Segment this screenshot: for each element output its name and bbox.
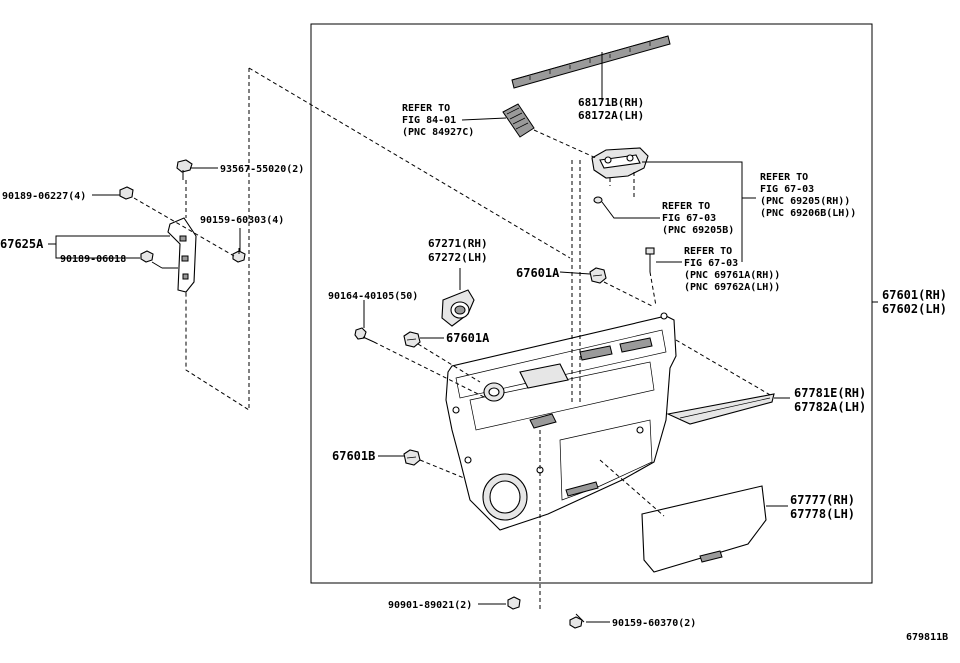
label-90159b: 90159-60370(2) [612, 618, 696, 629]
part-90159a-screw [232, 248, 246, 263]
part-90901-clip [507, 596, 521, 610]
label-67601: 67601(RH) 67602(LH) [882, 288, 954, 316]
label-67601b: 67601B [332, 449, 375, 463]
label-ref-6703-b: REFER TO FIG 67-03 (PNC 69205B) [662, 201, 734, 236]
part-90159b-screw [569, 613, 585, 629]
part-67781-strip [666, 393, 775, 425]
figure-code: 679811B [906, 632, 948, 643]
label-ref-84: REFER TO FIG 84-01 (PNC 84927C) [402, 103, 474, 138]
part-68171-molding [511, 35, 671, 89]
part-69205b-clip [593, 196, 603, 204]
assembly-frame [310, 23, 873, 584]
part-69205-handle [591, 147, 649, 179]
label-67601a-top: 67601A [516, 266, 560, 280]
label-ref-6703-a: REFER TO FIG 67-03 (PNC 69205(RH)) (PNC … [760, 172, 856, 219]
sub-frame-lines [185, 68, 250, 411]
part-90189b-screw [140, 250, 154, 263]
part-67601a-clip-top [589, 267, 607, 284]
part-67601b-clip [403, 449, 421, 466]
part-84927c-switch [502, 103, 535, 138]
part-67777-lower-panel [641, 485, 767, 573]
label-67781: 67781E(RH) 67782A(LH) [794, 386, 873, 414]
part-67601-door-panel [445, 312, 677, 531]
label-90189b: 90189-06018 [60, 254, 126, 265]
label-ref-6703-c: REFER TO FIG 67-03 (PNC 69761A(RH)) (PNC… [684, 246, 786, 293]
label-90901: 90901-89021(2) [388, 600, 472, 611]
part-67601a-clip-mid [403, 331, 421, 348]
part-69761a-screw [645, 247, 655, 272]
part-90164-screw [354, 327, 375, 343]
part-90189a-screw [119, 186, 134, 200]
label-67271: 67271(RH) 67272(LH) [428, 237, 494, 264]
label-90164: 90164-40105(50) [328, 291, 418, 302]
part-67625a-bracket [167, 217, 197, 293]
label-68171: 68171B(RH) 68172A(LH) [578, 96, 651, 122]
label-67777: 67777(RH) 67778(LH) [790, 493, 862, 521]
part-93567-grommet [176, 159, 193, 180]
label-67601a-mid: 67601A [446, 331, 490, 345]
label-90189a: 90189-06227(4) [2, 191, 86, 202]
label-67625a: 67625A [0, 237, 44, 251]
label-93567: 93567-55020(2) [220, 164, 304, 175]
part-67271-grille [441, 289, 475, 327]
label-90159a: 90159-60303(4) [200, 215, 284, 226]
leader-lines [48, 52, 878, 623]
